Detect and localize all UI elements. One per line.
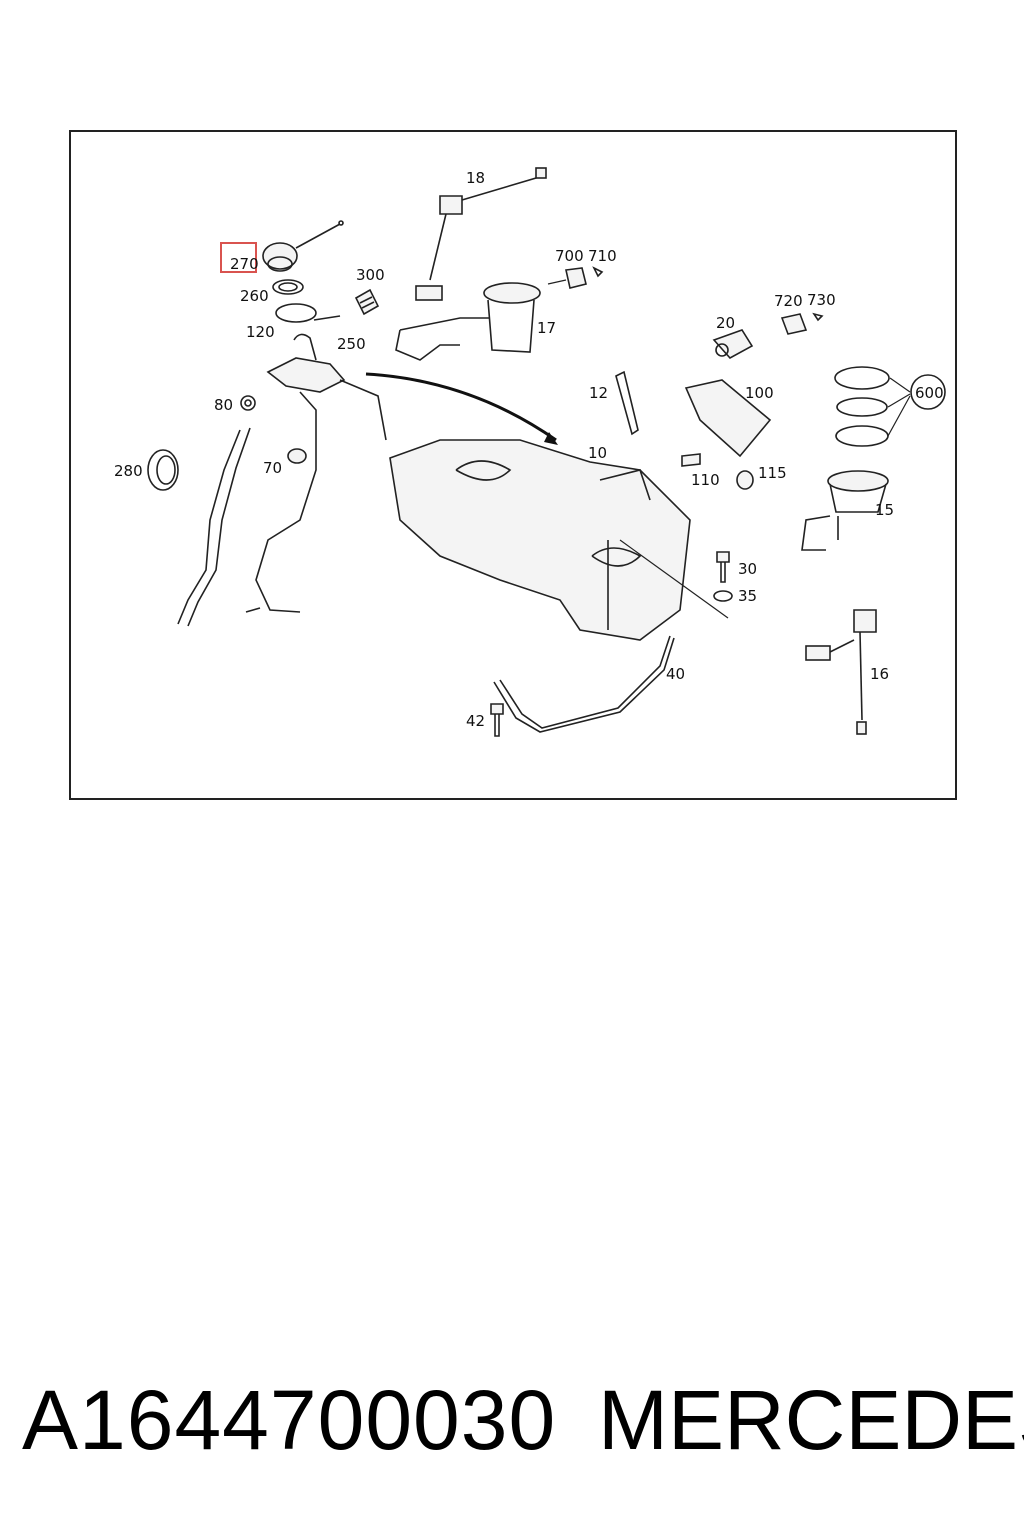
part-20-sensor[interactable] <box>712 329 754 360</box>
part-16-level-sensor[interactable] <box>805 609 877 735</box>
part-720-connector[interactable] <box>780 313 808 335</box>
part-250-filler-neck[interactable] <box>177 333 387 627</box>
part-30-bolt[interactable] <box>716 551 730 583</box>
part-18-sensor[interactable] <box>415 167 547 301</box>
part-80-grommet[interactable] <box>240 395 256 411</box>
callout-270[interactable]: 270 <box>230 255 259 273</box>
callout-16[interactable]: 16 <box>870 665 889 683</box>
callout-115[interactable]: 115 <box>758 464 787 482</box>
callout-710[interactable]: 710 <box>588 247 617 265</box>
part-10-fuel-tank[interactable] <box>389 439 729 641</box>
callout-280[interactable]: 280 <box>114 462 143 480</box>
part-260-seal[interactable] <box>272 279 304 295</box>
part-300-bumper[interactable] <box>354 288 380 316</box>
callout-42[interactable]: 42 <box>466 712 485 730</box>
callout-80[interactable]: 80 <box>214 396 233 414</box>
callout-12[interactable]: 12 <box>589 384 608 402</box>
callout-40[interactable]: 40 <box>666 665 685 683</box>
part-15-pump-module[interactable] <box>801 470 889 551</box>
part-600-seal-kit[interactable] <box>834 366 946 447</box>
callout-600[interactable]: 600 <box>915 384 944 402</box>
callout-20[interactable]: 20 <box>716 314 735 332</box>
part-number: A1644700030 <box>22 1373 557 1467</box>
part-120-gasket[interactable] <box>275 303 341 323</box>
brand-name: MERCEDES <box>598 1373 1024 1467</box>
part-710-pin[interactable] <box>592 266 604 278</box>
callout-730[interactable]: 730 <box>807 291 836 309</box>
part-730-pin[interactable] <box>812 312 824 322</box>
assembly-arrow <box>365 372 557 442</box>
part-40-strap[interactable] <box>493 635 675 733</box>
highlight-box-270 <box>220 242 257 273</box>
callout-10[interactable]: 10 <box>588 444 607 462</box>
callout-70[interactable]: 70 <box>263 459 282 477</box>
callout-18[interactable]: 18 <box>466 169 485 187</box>
part-700-connector[interactable] <box>547 267 587 289</box>
callout-700[interactable]: 700 <box>555 247 584 265</box>
part-35-washer[interactable] <box>713 590 733 602</box>
part-115-nut[interactable] <box>736 470 754 490</box>
callout-250[interactable]: 250 <box>337 335 366 353</box>
part-280-clamp[interactable] <box>147 449 179 491</box>
part-270-fuel-cap[interactable] <box>262 220 344 272</box>
callout-30[interactable]: 30 <box>738 560 757 578</box>
part-110-bolt[interactable] <box>681 453 701 467</box>
callout-720[interactable]: 720 <box>774 292 803 310</box>
callout-35[interactable]: 35 <box>738 587 757 605</box>
callout-260[interactable]: 260 <box>240 287 269 305</box>
part-12-bracket[interactable] <box>615 370 639 436</box>
callout-120[interactable]: 120 <box>246 323 275 341</box>
callout-15[interactable]: 15 <box>875 501 894 519</box>
callout-100[interactable]: 100 <box>745 384 774 402</box>
part-100-heat-shield[interactable] <box>684 379 772 458</box>
callout-110[interactable]: 110 <box>691 471 720 489</box>
part-42-bolt[interactable] <box>490 703 504 737</box>
part-70-grommet[interactable] <box>287 448 307 464</box>
callout-17[interactable]: 17 <box>537 319 556 337</box>
callout-300[interactable]: 300 <box>356 266 385 284</box>
part-17-fuel-pump[interactable] <box>395 282 541 361</box>
